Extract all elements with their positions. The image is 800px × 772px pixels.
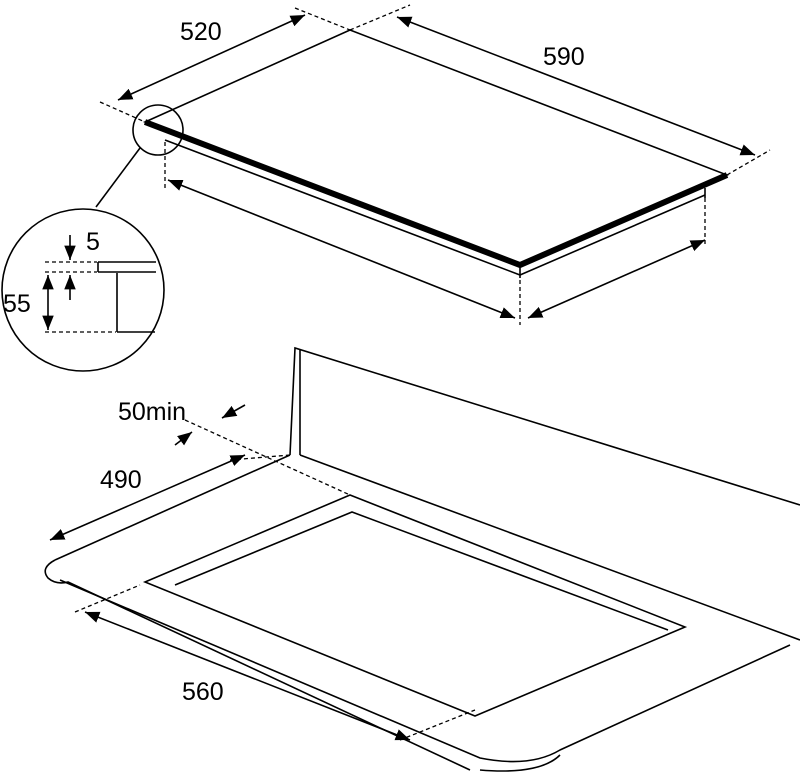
label-490: 490 — [100, 466, 142, 494]
label-590: 590 — [543, 43, 585, 71]
label-50min: 50min — [118, 398, 186, 426]
label-55: 55 — [3, 290, 31, 318]
backsplash — [289, 346, 800, 506]
label-5: 5 — [86, 228, 100, 256]
dimension-520 — [117, 14, 306, 101]
label-520: 520 — [180, 18, 222, 46]
counter-front-edge — [44, 559, 471, 771]
label-560: 560 — [182, 678, 224, 706]
dimension-body-depth — [527, 239, 706, 319]
counter-back-edge — [299, 454, 800, 641]
hob-glass-edge — [143, 119, 729, 269]
dimension-560 — [84, 611, 411, 741]
hob-drawing: 520 590 — [95, 4, 771, 325]
countertop-drawing: 50min 490 560 — [44, 346, 800, 772]
dimension-body-width — [167, 179, 516, 319]
edge-detail: 5 55 — [1, 208, 165, 372]
cutout — [142, 494, 688, 717]
hob-top-surface — [142, 29, 730, 266]
dimension-590 — [396, 16, 756, 156]
dimension-490 — [49, 454, 246, 541]
detail-marker-circle — [132, 104, 184, 156]
